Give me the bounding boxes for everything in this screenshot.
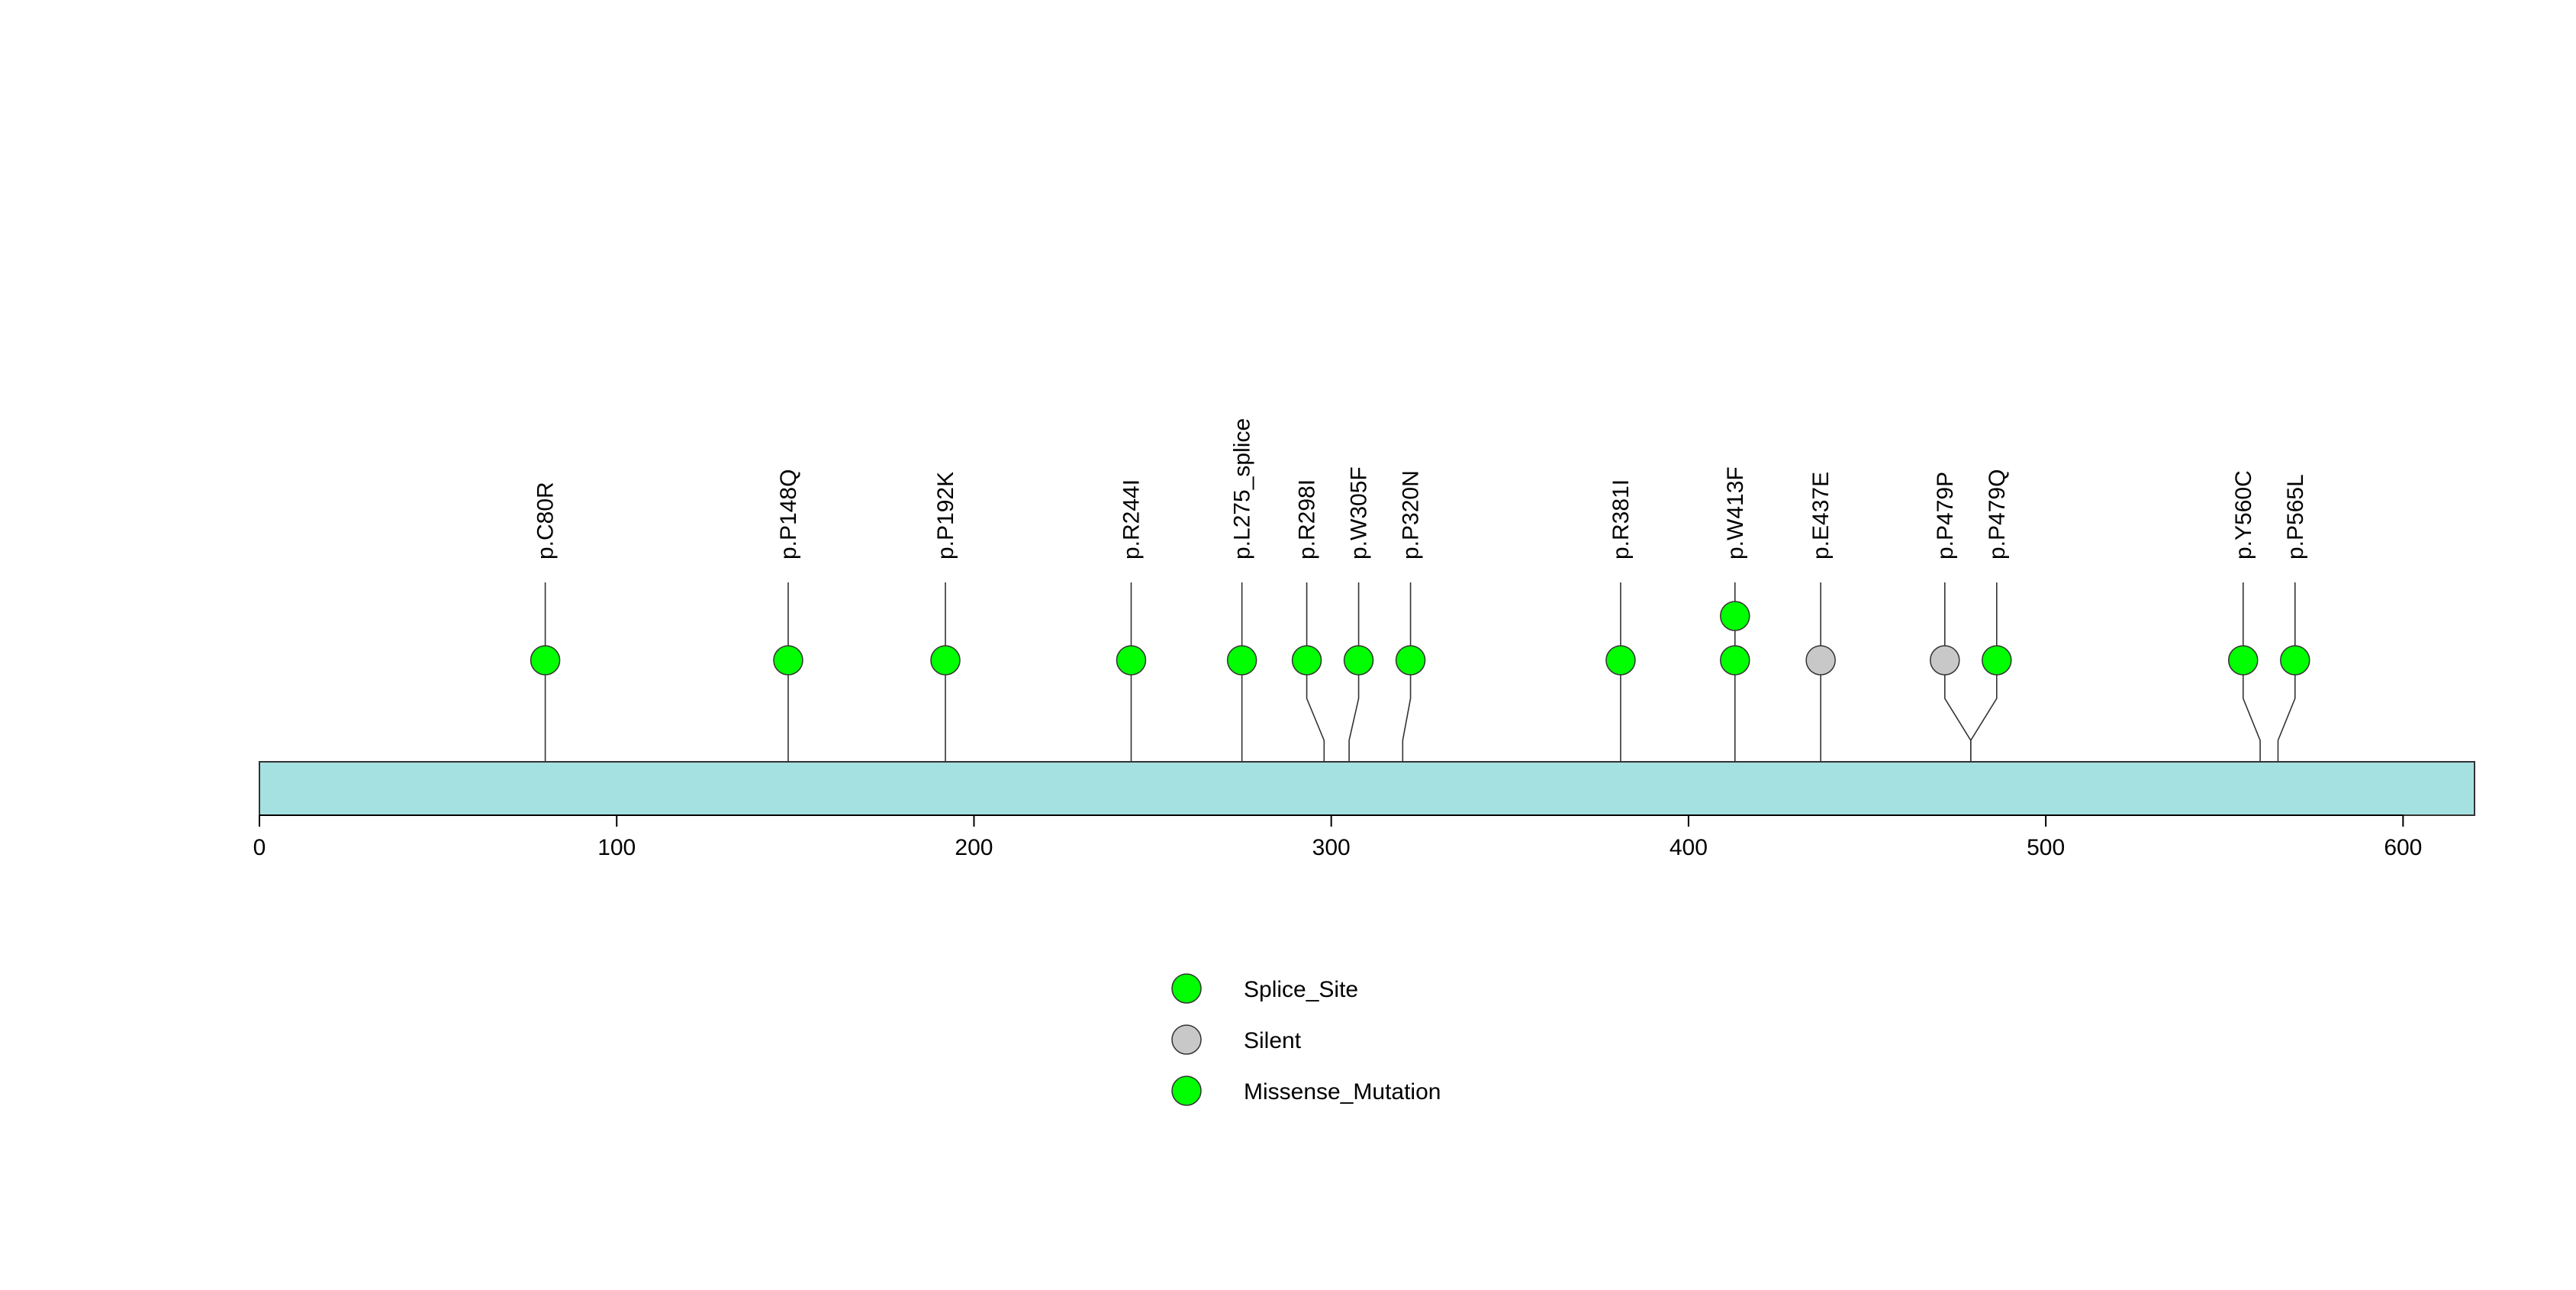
mutation-point (530, 645, 561, 676)
mutation-point (1805, 645, 1836, 676)
mutation-point (773, 645, 803, 676)
mutation-label: p.W413F (1723, 466, 1748, 560)
mutation-label: p.P192K (933, 472, 958, 560)
mutation-label: p.W305F (1347, 466, 1372, 560)
mutation-label: p.Y560C (2231, 470, 2256, 560)
mutation-label: p.R244I (1119, 479, 1144, 560)
mutation-point (1343, 645, 1374, 676)
mutation-label: p.L275_splice (1230, 418, 1255, 560)
legend-swatch (1171, 973, 1202, 1004)
x-tick-label: 100 (597, 835, 636, 860)
mutation-label: p.R298I (1295, 479, 1320, 560)
mutation-label: p.P320N (1399, 470, 1424, 560)
mutation-point (1291, 645, 1322, 676)
mutation-points (530, 601, 2310, 676)
mutation-point (2280, 645, 2310, 676)
mutation-point (1226, 645, 1257, 676)
mutation-point (1930, 645, 1960, 676)
mutation-label: p.P148Q (776, 469, 801, 560)
x-tick-label: 200 (955, 835, 993, 860)
x-tick-label: 400 (1670, 835, 1708, 860)
mutation-point (1116, 645, 1147, 676)
mutation-label: p.P479P (1933, 472, 1958, 560)
mutation-label: p.P565L (2283, 474, 2308, 560)
mutation-point (1982, 645, 2012, 676)
mutation-point (930, 645, 961, 676)
mutation-label: p.E437E (1808, 472, 1834, 560)
legend-label: Missense_Mutation (1244, 1079, 1441, 1105)
mutation-label: p.P479Q (1985, 469, 2010, 560)
mutation-label: p.C80R (533, 482, 559, 560)
protein-bar (259, 761, 2475, 816)
mutation-label: p.R381I (1608, 479, 1634, 560)
legend-label: Silent (1244, 1028, 1302, 1053)
mutation-point (1720, 645, 1750, 676)
mutation-point (1395, 645, 1426, 676)
x-tick-label: 500 (2027, 835, 2065, 860)
mutation-point (1605, 645, 1636, 676)
x-tick-label: 0 (253, 835, 266, 860)
legend-swatch (1171, 1076, 1202, 1106)
x-tick-label: 300 (1312, 835, 1351, 860)
legend-swatch (1171, 1024, 1202, 1055)
mutation-point (2228, 645, 2259, 676)
x-tick-label: 600 (2384, 835, 2422, 860)
mutation-point (1720, 601, 1750, 631)
x-axis: 0 100 200 300 400 500 600 (253, 814, 2422, 860)
mutation-labels: p.C80R p.P148Q p.P192K p.R244I p.L275_splice… (533, 418, 2308, 560)
legend-label: Splice_Site (1244, 977, 1358, 1002)
